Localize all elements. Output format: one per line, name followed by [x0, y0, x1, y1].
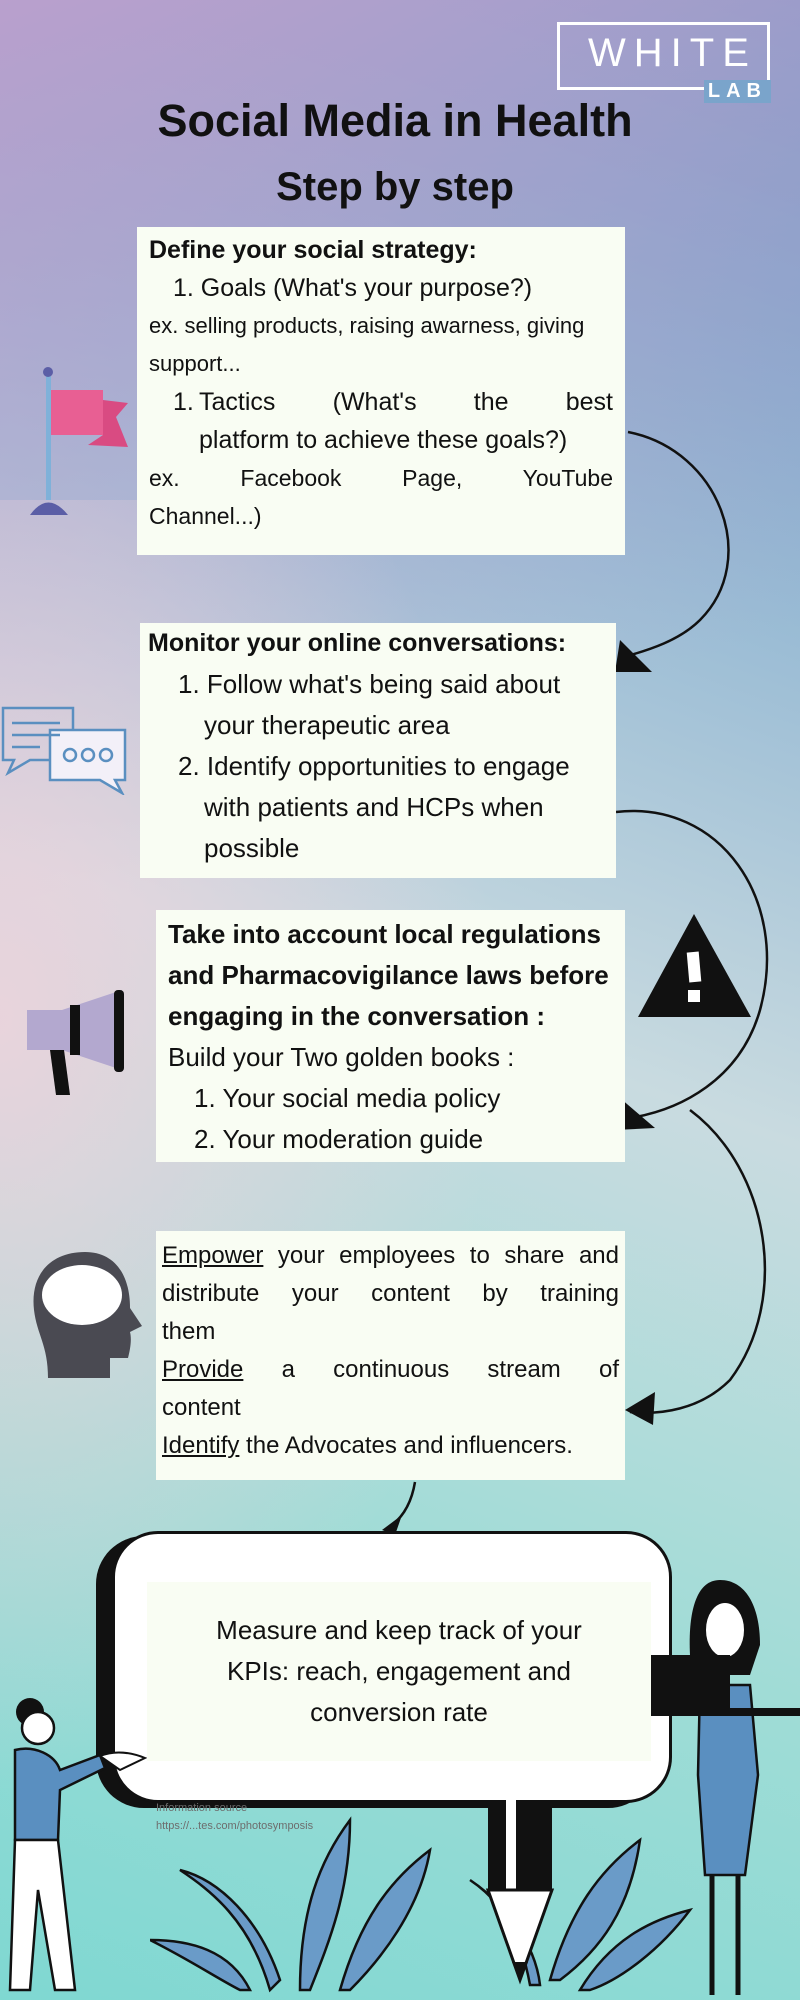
plant-icon — [150, 1816, 694, 1993]
step-1-heading: Define your social strategy: — [149, 236, 477, 264]
step-4-text: the Advocates and influencers. — [239, 1432, 573, 1459]
person-icon — [8, 1698, 148, 1992]
white-lab-logo: WHITE LAB — [557, 22, 771, 103]
step-4-text: content — [162, 1394, 241, 1421]
logo-text: WHITE — [588, 31, 757, 75]
arrow-1-2 — [619, 430, 730, 660]
flag-icon — [30, 367, 128, 515]
step-1-tactics-example: ex. Facebook Page, YouTube — [149, 465, 613, 491]
step-1-tactics-example-cont: Channel...) — [149, 503, 262, 529]
step-1-card: Define your social strategy: 1. Goals (W… — [137, 227, 625, 555]
warning-icon — [638, 914, 751, 1017]
arrow-4-5 — [391, 1481, 417, 1526]
tactics-line: platform to achieve these goals?) — [199, 426, 568, 454]
step-4-text: distribute your content by training — [162, 1280, 619, 1307]
person-icon — [650, 1580, 800, 1995]
step-2-card: Monitor your online conversations: 1. Fo… — [140, 623, 616, 878]
step-3-item: 1. Your social media policy — [194, 1083, 501, 1113]
provide-link: Provide — [162, 1356, 244, 1383]
step-3-intro: Build your Two golden books : — [168, 1042, 515, 1072]
page-subtitle: Step by step — [276, 165, 514, 209]
source-label: Information source — [156, 1802, 248, 1814]
logo-subtext: LAB — [703, 80, 771, 103]
step-4-text: a continuous stream of — [243, 1356, 619, 1383]
step-4-text: them — [162, 1318, 216, 1345]
empower-link: Empower — [162, 1242, 264, 1269]
arrow-3-4 — [629, 1109, 766, 1414]
step-4-card: Empower your employees to share and dist… — [156, 1231, 625, 1480]
step-1-goals: 1. Goals (What's your purpose?) — [173, 274, 533, 302]
tactics-line: Tactics (What's the best — [199, 388, 613, 416]
identify-link: Identify — [162, 1432, 240, 1459]
source-url[interactable]: https://...tes.com/photosymposis — [156, 1820, 314, 1832]
arrow-2-3 — [615, 809, 769, 1120]
step-3-item: 2. Your moderation guide — [194, 1124, 484, 1154]
page-title: Social Media in Health — [157, 95, 633, 146]
step-2-item: 1. Follow what's being said about your t… — [178, 669, 561, 740]
step-5-text: Measure and keep track of your KPIs: rea… — [216, 1615, 582, 1727]
pencil-icon — [485, 1800, 555, 1985]
step-2-heading: Monitor your online conversations: — [148, 629, 567, 657]
chat-bubbles-icon — [1, 706, 127, 795]
step-2-item: 2. Identify opportunities to engage with… — [178, 751, 570, 863]
head-icon — [33, 1252, 142, 1378]
list-number: 1. — [173, 388, 194, 416]
step-1-tactics: 1. Tactics (What's the best platform to a… — [149, 383, 613, 459]
step-1-goals-example: ex. selling products, raising awarness, … — [149, 313, 585, 376]
step-5-card: Measure and keep track of your KPIs: rea… — [147, 1582, 651, 1761]
step-3-card: Take into account local regulations and … — [156, 910, 625, 1162]
megaphone-icon — [27, 990, 124, 1095]
step-3-heading: Take into account local regulations and … — [168, 919, 609, 1031]
step-4-text: your employees to share and — [263, 1242, 619, 1269]
